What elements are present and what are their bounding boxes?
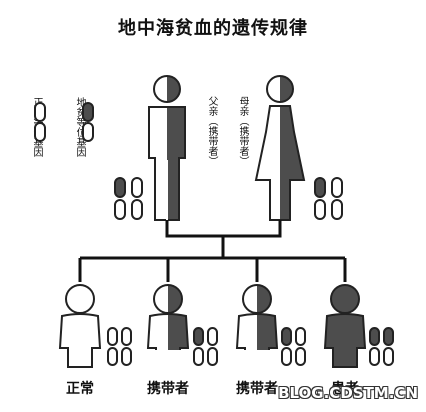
watermark-text: BLOG.CDSTM.CN [278,384,418,402]
child-affected-chromosomes [369,327,394,366]
child-carrier-1-chromosomes [193,327,218,366]
legend-thal-label: 地贫等位基因 [74,97,85,157]
child-carrier-2-label: 携带者 [236,381,278,397]
child-carrier-2-chromosomes [281,327,306,366]
child-carrier-1-label: 携带者 [147,381,189,397]
father-chromosomes [114,177,143,220]
child-carrier-1-figure [146,284,190,350]
pedigree-lines [78,220,347,282]
mother-chromosomes [314,177,343,220]
mother-figure [254,75,306,221]
child-affected-figure [323,284,367,368]
father-label: 父亲（携带者） [206,96,217,166]
father-figure [148,75,186,221]
legend-thal-chromosome [82,102,94,142]
legend-normal-chromosome [34,102,46,142]
child-normal-figure [58,284,102,368]
diagram-title: 地中海贫血的遗传规律 [118,18,308,39]
mother-label: 母亲（携带者） [237,96,248,166]
child-normal-label: 正常 [66,381,94,397]
child-normal-chromosomes [107,327,132,366]
child-carrier-2-figure [235,284,279,350]
child-affected-label: 患者 [331,381,359,397]
